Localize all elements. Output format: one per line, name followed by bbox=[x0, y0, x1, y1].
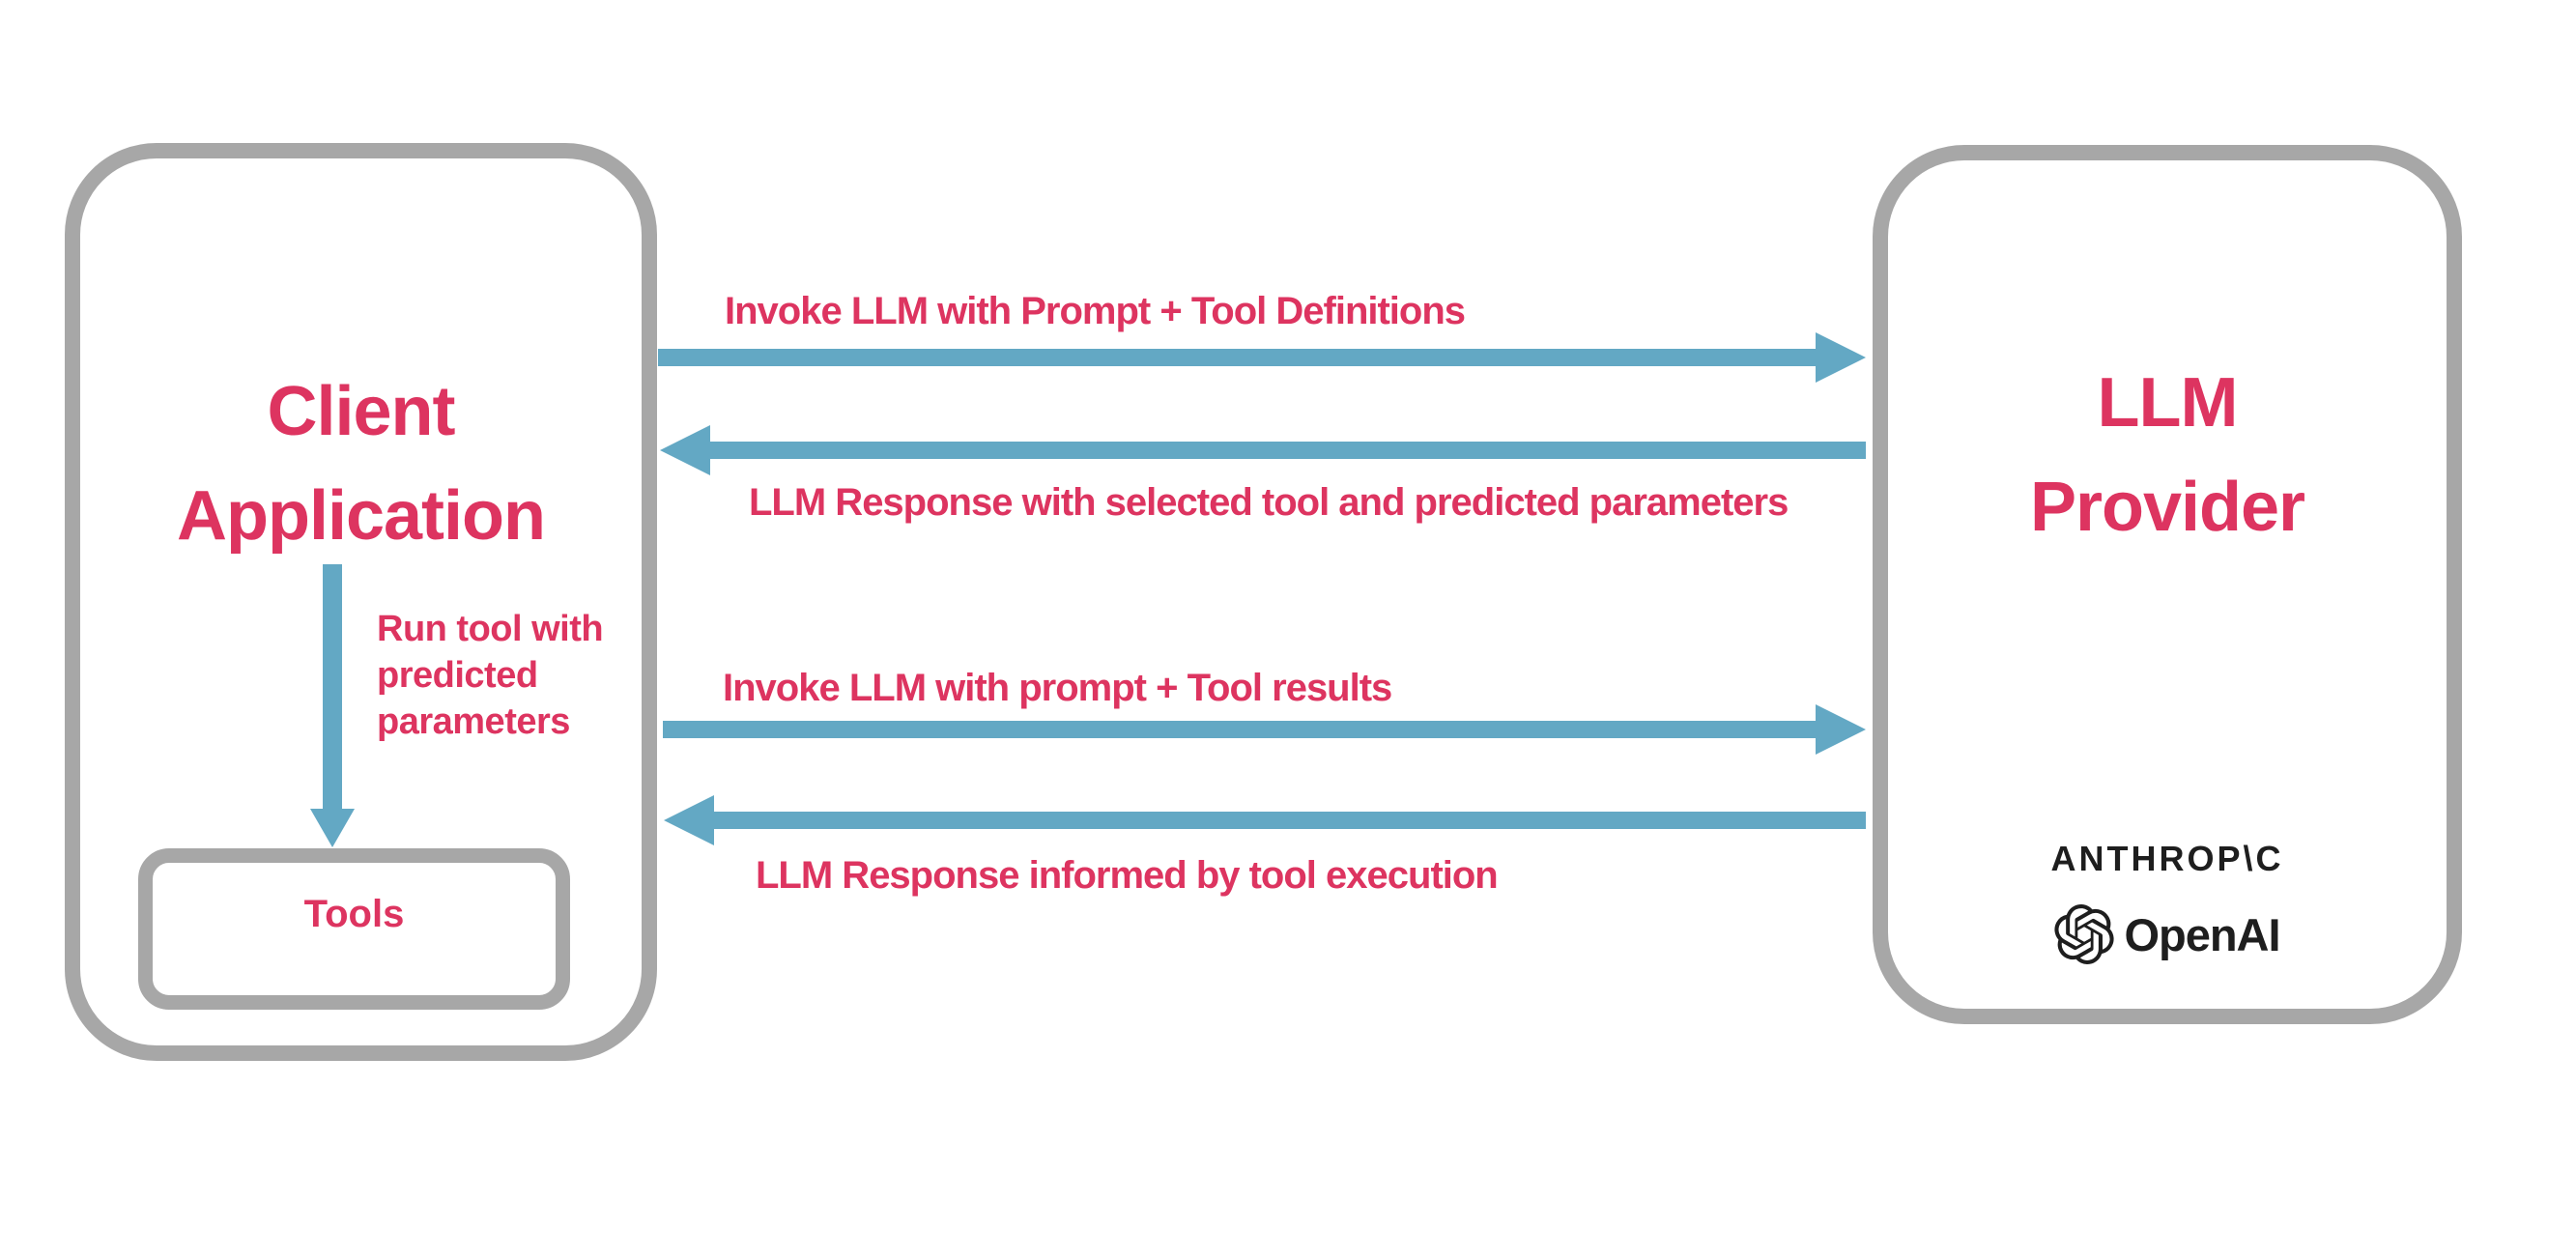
run-tool-note-line1: Run tool with bbox=[377, 609, 604, 649]
run-tool-arrow-head bbox=[310, 809, 355, 847]
arrow-response1-head bbox=[660, 425, 710, 475]
llm-provider-title: LLM Provider bbox=[1873, 351, 2462, 559]
run-tool-arrow-shaft bbox=[323, 564, 342, 809]
response2-label: LLM Response informed by tool execution bbox=[756, 854, 1499, 897]
arrow-response2-shaft bbox=[714, 812, 1866, 829]
arrow-request1-head bbox=[1816, 332, 1866, 383]
client-title-line1: Client bbox=[267, 373, 455, 450]
openai-logo: OpenAI bbox=[1873, 904, 2462, 964]
tools-box: Tools bbox=[138, 848, 570, 1010]
llm-provider-box bbox=[1873, 145, 2462, 1024]
openai-logo-icon bbox=[2054, 904, 2114, 964]
request1-label: Invoke LLM with Prompt + Tool Definition… bbox=[725, 290, 1466, 332]
arrow-request2-head bbox=[1816, 704, 1866, 755]
arrow-response2-head bbox=[664, 795, 714, 845]
run-tool-note: Run tool with predicted parameters bbox=[377, 606, 604, 745]
client-application-title: Client Application bbox=[65, 359, 657, 568]
anthropic-logo: ANTHROP\C bbox=[2050, 839, 2284, 878]
tools-box-label: Tools bbox=[303, 893, 405, 935]
arrow-request1-shaft bbox=[658, 349, 1816, 366]
response1-label: LLM Response with selected tool and pred… bbox=[749, 481, 1789, 524]
arrow-request2-shaft bbox=[663, 721, 1816, 738]
llm-title-line2: Provider bbox=[2029, 469, 2305, 546]
request2-label: Invoke LLM with prompt + Tool results bbox=[723, 667, 1392, 709]
openai-wordmark: OpenAI bbox=[2124, 908, 2280, 960]
run-tool-note-line3: parameters bbox=[377, 701, 570, 742]
client-title-line2: Application bbox=[177, 477, 546, 555]
run-tool-note-line2: predicted bbox=[377, 655, 538, 696]
arrow-response1-shaft bbox=[710, 442, 1866, 459]
llm-title-line1: LLM bbox=[2097, 364, 2239, 442]
